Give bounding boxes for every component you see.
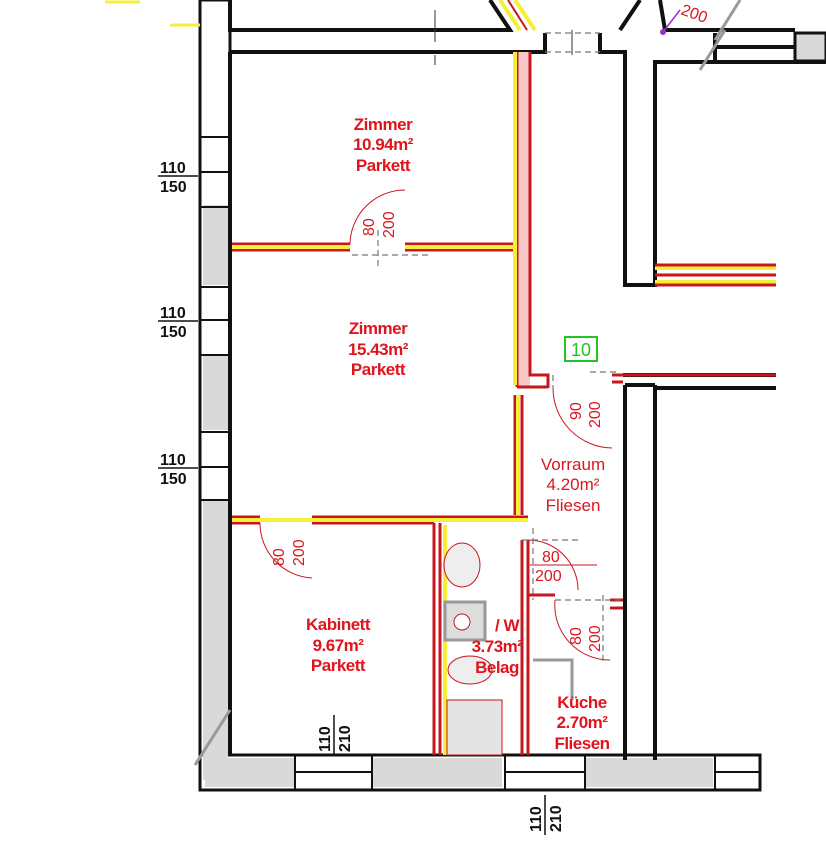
room-zimmer-2: Zimmer 15.43m² Parkett <box>348 319 409 379</box>
room-name: / W <box>495 616 520 635</box>
room-name: Vorraum <box>541 455 605 474</box>
svg-text:200: 200 <box>587 625 604 652</box>
room-name: Zimmer <box>349 319 408 338</box>
room-area: 9.67m² <box>313 636 365 655</box>
top-door-dim: 200 <box>679 2 710 27</box>
svg-text:110: 110 <box>160 305 186 322</box>
door-dim-vorraum: 90 200 <box>568 401 604 428</box>
room-name: Zimmer <box>354 115 413 134</box>
svg-text:80: 80 <box>568 627 585 645</box>
room-name: Kabinett <box>306 615 371 634</box>
door-dim-kueche: 80 200 <box>568 625 604 652</box>
room-number-marker: 10 <box>564 336 598 362</box>
svg-text:150: 150 <box>160 471 187 488</box>
svg-text:90: 90 <box>568 402 585 420</box>
room-floor: Parkett <box>351 360 406 379</box>
svg-text:200: 200 <box>381 211 398 238</box>
svg-text:80: 80 <box>271 548 288 566</box>
interior-walls <box>105 0 776 755</box>
window-dim-1: 110 150 <box>158 160 198 196</box>
room-area: 2.70m² <box>557 713 609 732</box>
room-floor: Fliesen <box>554 734 609 753</box>
room-kabinett: Kabinett 9.67m² Parkett <box>306 615 371 675</box>
window-dim-3: 110 150 <box>158 452 198 488</box>
svg-text:200: 200 <box>535 568 562 585</box>
svg-text:200: 200 <box>587 401 604 428</box>
room-floor: Fliesen <box>546 496 601 515</box>
room-bad-wc: / W 3.73m² Belag <box>472 616 524 677</box>
svg-text:210: 210 <box>337 725 354 752</box>
door-dim-bad: 80 200 <box>530 549 597 585</box>
window-dim-5: 110 210 <box>528 795 565 835</box>
room-zimmer-1: Zimmer 10.94m² Parkett <box>353 115 414 175</box>
room-area: 15.43m² <box>348 340 409 359</box>
door-dim-zimmer-1: 80 200 <box>361 211 398 238</box>
window-dim-2: 110 150 <box>158 305 198 341</box>
svg-text:200: 200 <box>291 539 308 566</box>
svg-text:110: 110 <box>160 452 186 469</box>
svg-text:110: 110 <box>317 726 334 752</box>
svg-text:150: 150 <box>160 324 187 341</box>
room-floor: Parkett <box>356 156 411 175</box>
room-area: 4.20m² <box>547 475 600 494</box>
room-vorraum: Vorraum 4.20m² Fliesen <box>541 455 605 515</box>
door-swings <box>193 0 742 766</box>
room-floor: Parkett <box>311 656 366 675</box>
room-name: Küche <box>557 693 607 712</box>
svg-text:10: 10 <box>571 340 591 360</box>
room-kueche: Küche 2.70m² Fliesen <box>554 693 610 753</box>
room-area: 3.73m² <box>472 637 524 656</box>
svg-text:110: 110 <box>160 160 186 177</box>
window-dim-4: 110 210 <box>317 715 354 755</box>
room-area: 10.94m² <box>353 135 414 154</box>
sanitary-fixtures <box>443 542 574 756</box>
svg-text:210: 210 <box>548 805 565 832</box>
svg-text:110: 110 <box>528 806 545 832</box>
svg-text:80: 80 <box>361 218 378 236</box>
svg-text:80: 80 <box>542 549 560 566</box>
svg-text:150: 150 <box>160 179 187 196</box>
room-floor: Belag <box>475 658 519 677</box>
door-dim-kabinett: 80 200 <box>271 539 308 566</box>
